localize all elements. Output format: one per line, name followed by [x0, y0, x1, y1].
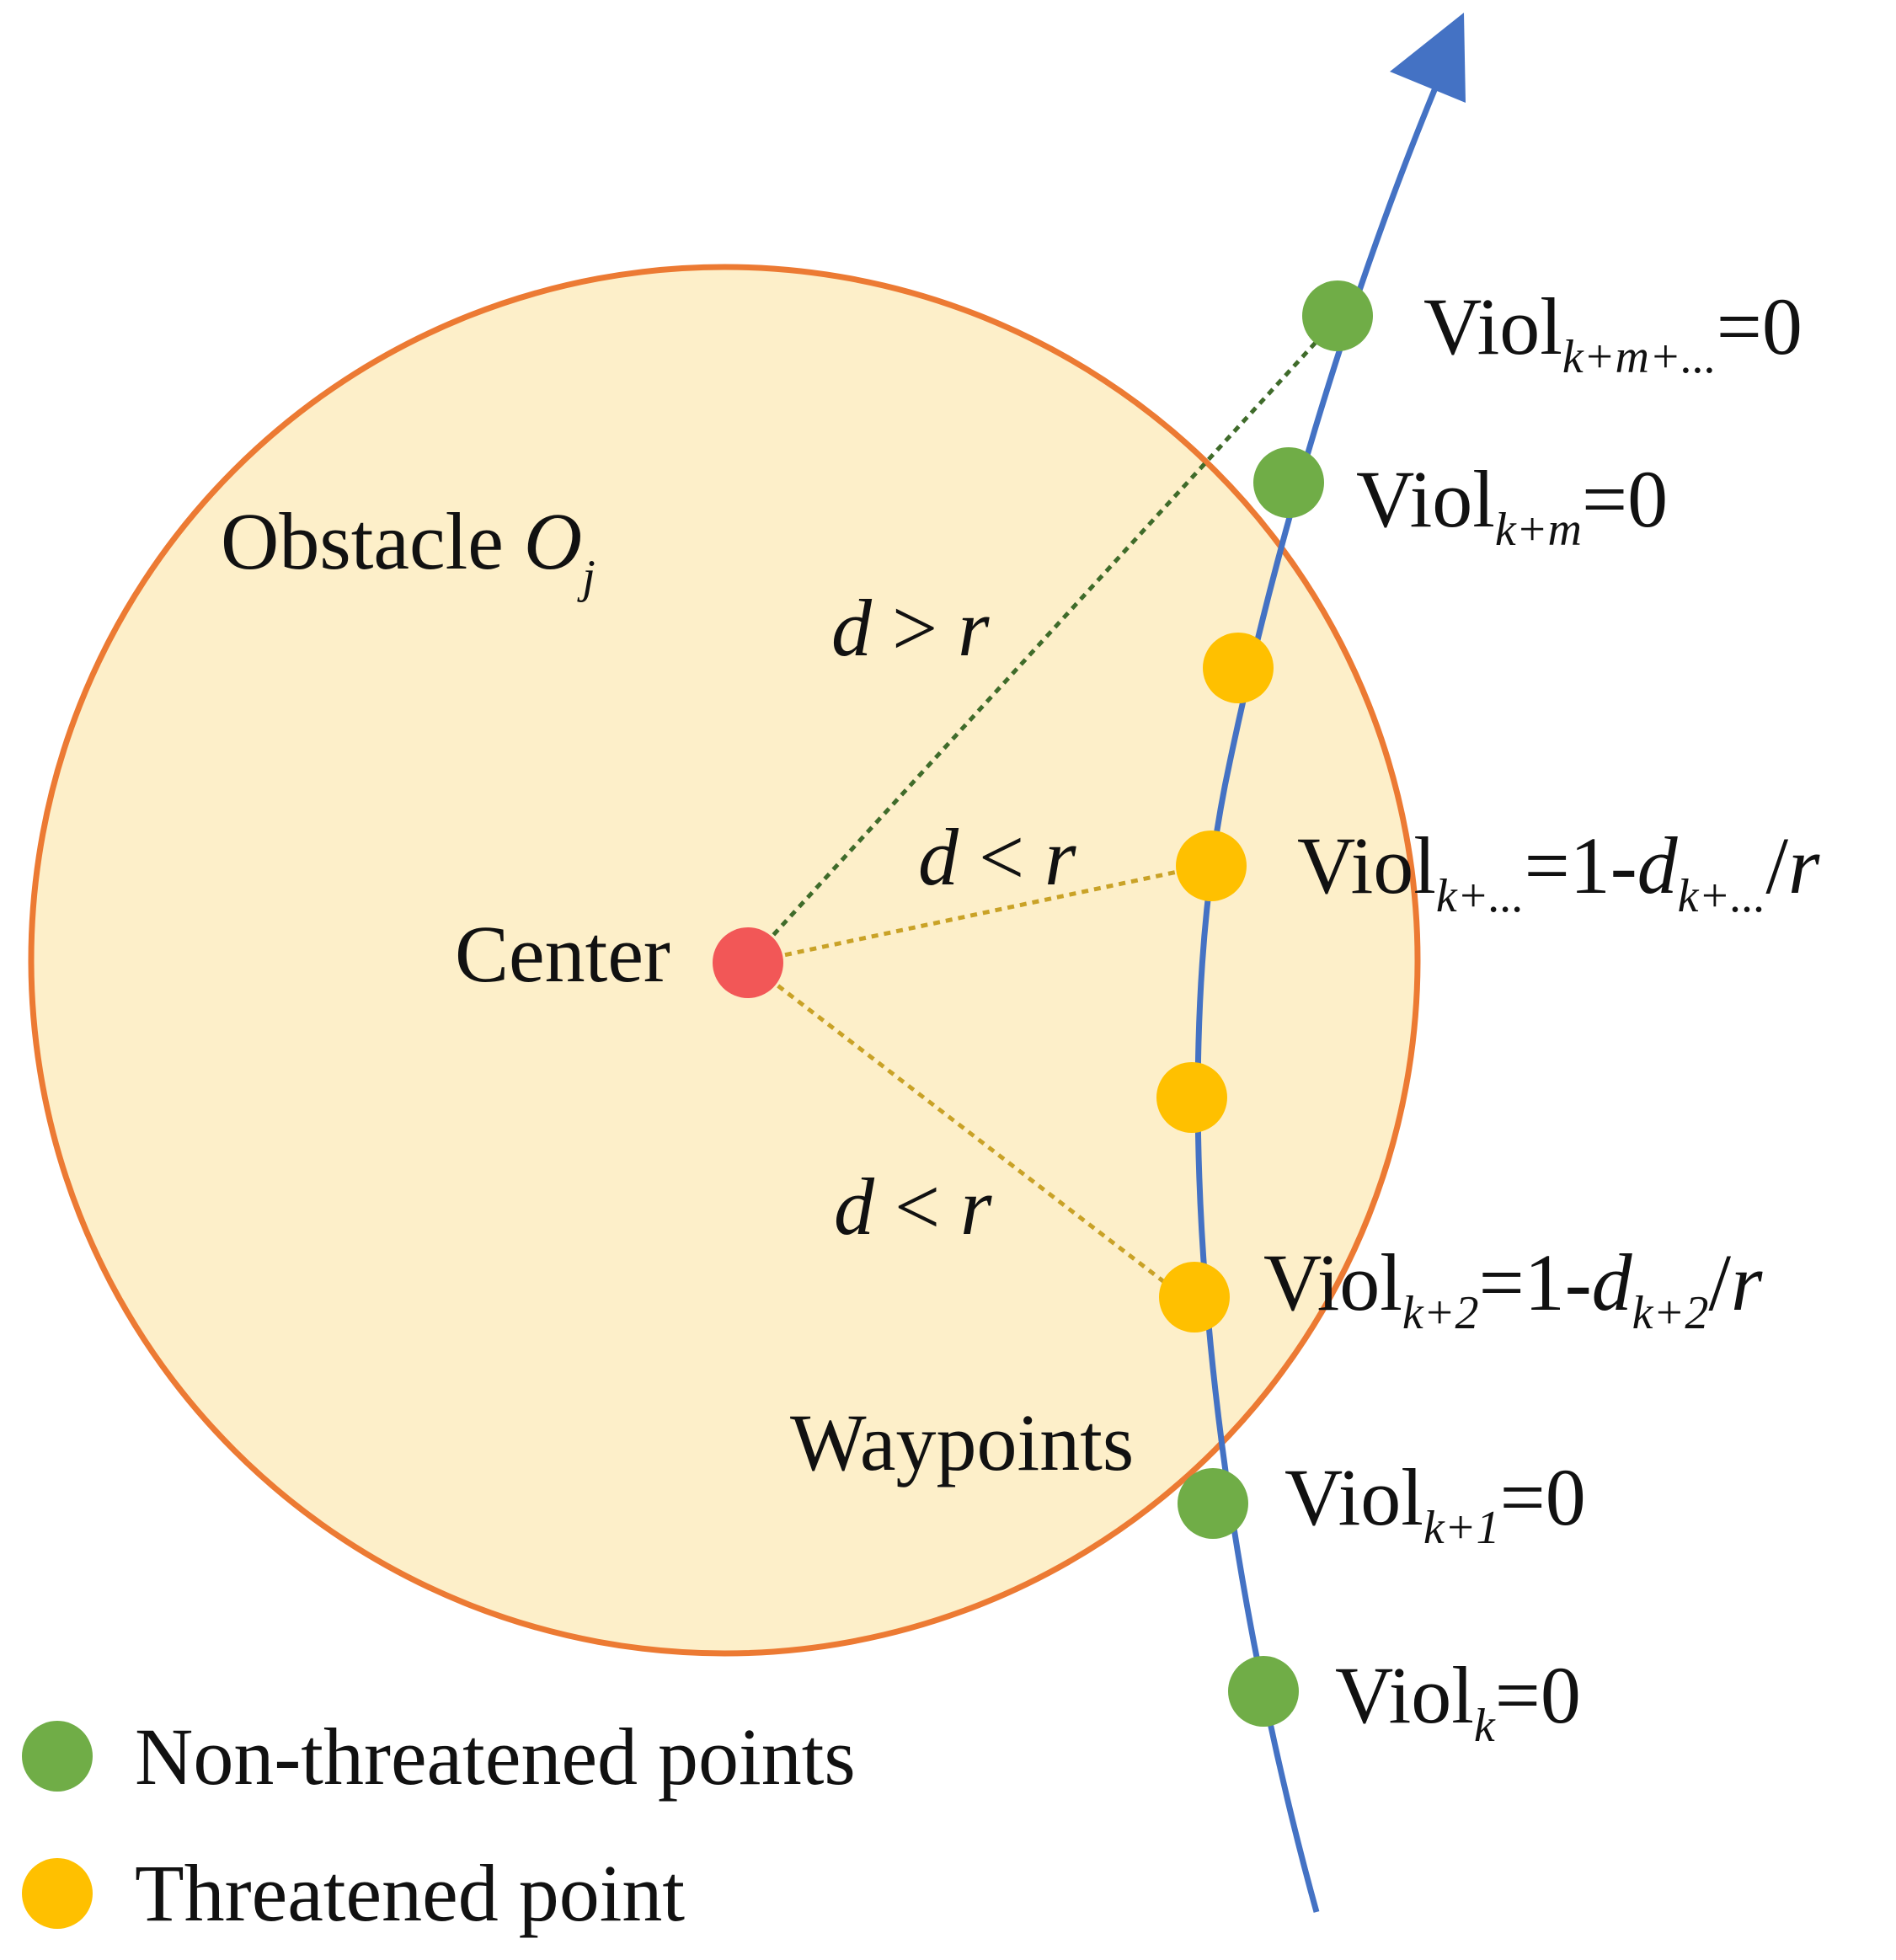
viol-label-k-2: Violk+2=1-dk+2/r: [1263, 1237, 1763, 1339]
waypoint-non-threatened: [1228, 1656, 1299, 1727]
center-point: [713, 927, 783, 998]
distance-line-near-lower: [746, 961, 1172, 1289]
legend-non-threatened-label: Non-threatened points: [135, 1712, 856, 1802]
obstacle-label: Obstacle Oj: [221, 496, 596, 603]
distance-label-near-upper: d < r: [918, 812, 1076, 902]
waypoint-non-threatened: [1253, 447, 1324, 518]
waypoint-threatened: [1156, 1062, 1227, 1133]
legend-threatened-swatch: [22, 1858, 93, 1929]
legend: Non-threatened points Threatened point: [22, 1712, 856, 1938]
waypoint-threatened: [1203, 633, 1274, 703]
waypoint-non-threatened: [1178, 1468, 1248, 1539]
legend-non-threatened-swatch: [22, 1721, 93, 1792]
center-label: Center: [455, 909, 670, 999]
distance-line-far: [746, 335, 1322, 964]
viol-label-k-m: Violk+m=0: [1356, 454, 1668, 556]
distance-label-near-lower: d < r: [834, 1162, 992, 1252]
viol-label-k-m-more: Violk+m+...=0: [1423, 281, 1803, 383]
waypoint-non-threatened: [1302, 280, 1373, 351]
viol-label-k-more: Violk+...=1-dk+.../r: [1297, 820, 1820, 922]
distance-line-near-upper: [747, 869, 1178, 965]
waypoints-label: Waypoints: [790, 1397, 1134, 1487]
path-arrow-icon: [1390, 13, 1466, 103]
viol-label-k: Violk=0: [1335, 1650, 1581, 1752]
legend-threatened-label: Threatened point: [135, 1848, 685, 1938]
distance-label-far: d > r: [831, 583, 990, 673]
waypoint-threatened: [1176, 830, 1247, 901]
waypoint-threatened: [1159, 1262, 1230, 1332]
viol-label-k-1: Violk+1=0: [1284, 1452, 1586, 1554]
